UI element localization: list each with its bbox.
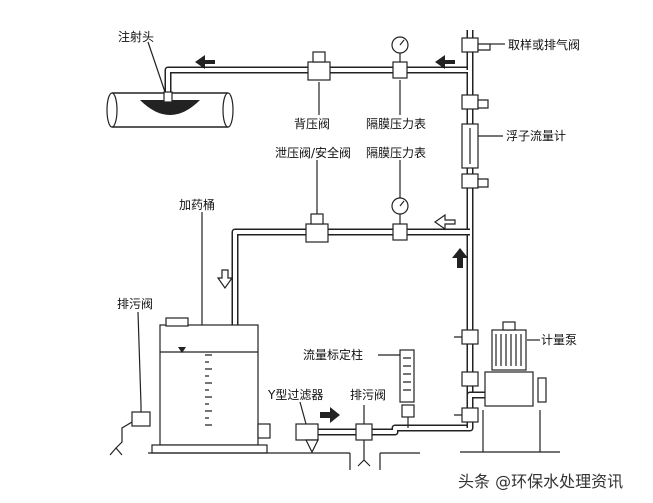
relief-safety-valve	[305, 213, 329, 243]
label-drain-valve-left: 排污阀	[117, 297, 153, 311]
label-injector: 注射头	[118, 29, 154, 44]
header-pipe	[106, 91, 234, 128]
leader-lines	[137, 41, 540, 425]
label-sampling-vent-valve: 取样或排气阀	[508, 37, 580, 52]
label-float-flowmeter: 浮子流量计	[506, 129, 566, 143]
tank-outlet	[257, 423, 271, 439]
flow-arrows	[195, 55, 468, 423]
drain-valve-bottom	[355, 416, 373, 467]
labels: 注射头 背压阀 隔膜压力表 取样或排气阀 浮子流量计 泄压阀/安全阀 隔膜压力表…	[117, 29, 580, 402]
label-dosing-tank: 加药桶	[179, 197, 215, 212]
diaphragm-gauge-mid	[391, 197, 409, 241]
diaphragm-gauge-top	[391, 36, 409, 79]
arrow-down-outline-icon	[216, 269, 234, 290]
calibration-column	[399, 349, 415, 428]
arrow-left-icon-top	[195, 55, 215, 69]
float-flowmeter	[461, 123, 479, 169]
sampling-vent-valve	[461, 37, 491, 53]
riser-valve-2	[461, 173, 489, 189]
arrow-left-outline-icon	[433, 213, 456, 231]
injection-plume-icon	[140, 100, 200, 115]
injector-nozzle	[163, 91, 173, 103]
riser-valve-1	[461, 94, 489, 110]
dosing-tank	[151, 317, 268, 454]
label-metering-pump: 计量泵	[541, 333, 577, 347]
label-back-pressure-valve: 背压阀	[294, 117, 330, 131]
arrow-left-icon-top-right	[435, 55, 455, 69]
back-pressure-valve	[307, 51, 331, 81]
drain-valve-left	[109, 405, 151, 456]
y-strainer	[295, 423, 319, 454]
label-relief-safety-valve: 泄压阀/安全阀	[275, 145, 351, 160]
arrow-up-icon	[452, 248, 468, 268]
base-platform	[148, 451, 560, 470]
label-calibration-column: 流量标定柱	[303, 347, 363, 362]
pump-inlet-valves	[454, 329, 479, 423]
label-y-strainer: Y型过滤器	[267, 388, 323, 402]
label-drain-valve-bottom: 排污阀	[350, 388, 386, 402]
metering-pump	[482, 321, 547, 452]
label-diaphragm-gauge-mid: 隔膜压力表	[366, 146, 426, 160]
label-diaphragm-gauge-top: 隔膜压力表	[366, 117, 426, 131]
arrow-right-icon	[320, 407, 340, 423]
watermark: 头条 @环保水处理资讯	[458, 472, 623, 491]
